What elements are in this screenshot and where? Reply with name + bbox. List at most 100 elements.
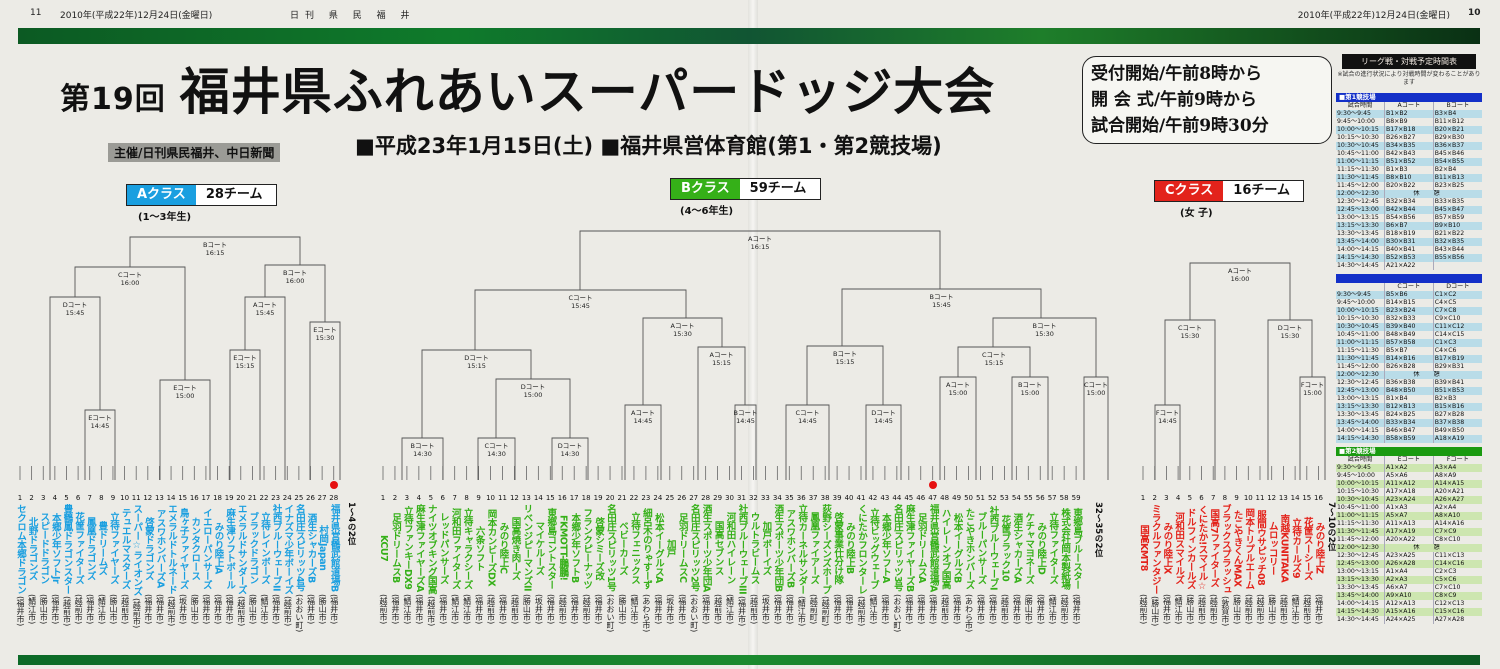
team-name: ブラックドラゴン [247,512,259,584]
team-city: (越前市) [283,596,293,627]
team-number: 13 [521,494,531,502]
bracket-line-b-18 [1011,376,1049,480]
match-time: 11:15〜11:30 [1336,520,1385,528]
team-name: 立待レインボーズ [259,512,271,584]
team-number: 42 [868,494,878,502]
team-name: 東郷島ブルースター [1071,507,1083,589]
matchup: A6×A7 [1384,584,1434,592]
team-city: (福井市) [50,594,60,625]
team-city: (福井市) [414,594,424,625]
matchup: B29×B30 [1434,134,1465,141]
match-time: 12:45〜13:00 [1336,387,1385,395]
team-name: テュエルマスターズ [119,507,131,589]
court-name: Bコート [283,269,307,277]
match-time: 12:00〜12:30 [1336,371,1385,379]
team-name: イナズマ少年ボーイズ [282,504,294,594]
matchup: B29×B31 [1434,363,1465,370]
team-city: (福井市) [213,594,223,625]
team-name: ムロッコリー [1266,521,1278,575]
match-time: 13:15〜13:30 [1336,222,1385,230]
match-time: 15:45 [255,309,275,317]
team-city: (越前市) [74,594,84,625]
matchup: B11×B12 [1434,118,1465,125]
court-name: Cコート [1177,324,1203,332]
match-time: 11:45〜12:00 [1336,182,1385,190]
matchup: A23×A25 [1384,552,1434,560]
team-city: (おおい町) [606,594,616,633]
match-time: 15:30 [1180,332,1200,340]
matchup: A24×A25 [1384,616,1434,624]
match-time: 11:30〜11:45 [1336,528,1385,536]
team-number: 10 [1243,494,1253,502]
court-name: Bコート [1032,322,1057,330]
team-city: (勝山市) [108,594,118,625]
team-number: 17 [569,494,579,502]
match-time: 13:45〜14:00 [1336,238,1385,246]
team-name: 服間ウサピッチ08 [1255,510,1266,586]
match-time: 12:45〜13:00 [1336,560,1385,568]
court-name: Bコート [733,409,758,417]
team-number: 59 [1071,494,1081,502]
match-time: 13:15〜13:30 [1336,403,1385,411]
team-number: 46 [916,494,926,502]
matchup: A12×A13 [1384,600,1434,608]
team-city: (福井市) [1314,594,1324,625]
team-name: スピードドラゴン [38,512,50,584]
team-city: (越前市) [749,594,759,625]
matchup: A14×A15 [1433,480,1482,488]
team-number: 24 [653,494,663,502]
team-number: 55 [1023,494,1033,502]
matchup: C15×C16 [1433,608,1482,616]
matchup: B36×B37 [1433,142,1482,150]
class-a-sub: (1〜3年生) [138,212,192,223]
team-city: (福井市) [653,594,663,625]
team-number: 39 [832,494,842,502]
matchup: B14×B16 [1384,355,1434,363]
team-number: 20 [236,494,246,502]
team-name: 啓蒙事業仕分け隊 [832,512,844,584]
matchup: B34×B35 [1384,142,1434,150]
class-c-sub: (女 子) [1180,208,1213,219]
team-city: (坂井市) [178,594,188,625]
match-time: 16:15 [205,249,225,257]
team-number: 16 [557,494,567,502]
team-name: 本郷少年ソフトJr [49,512,61,584]
match-time: 14:30 [413,450,432,458]
team-name: ミラクルファンタジー [1149,504,1161,594]
match-time: 16:00 [1230,275,1250,283]
matchup: A27×A28 [1434,616,1465,623]
court-name: Bコート [203,241,227,249]
matchup: B12×B13 [1384,403,1434,411]
team-name: 福井県営鶴武館道場B [328,504,340,592]
court-name: Aコート [748,235,772,243]
bracket-line-c-4 [1299,376,1326,480]
class-b-count: 59チーム [739,179,820,199]
